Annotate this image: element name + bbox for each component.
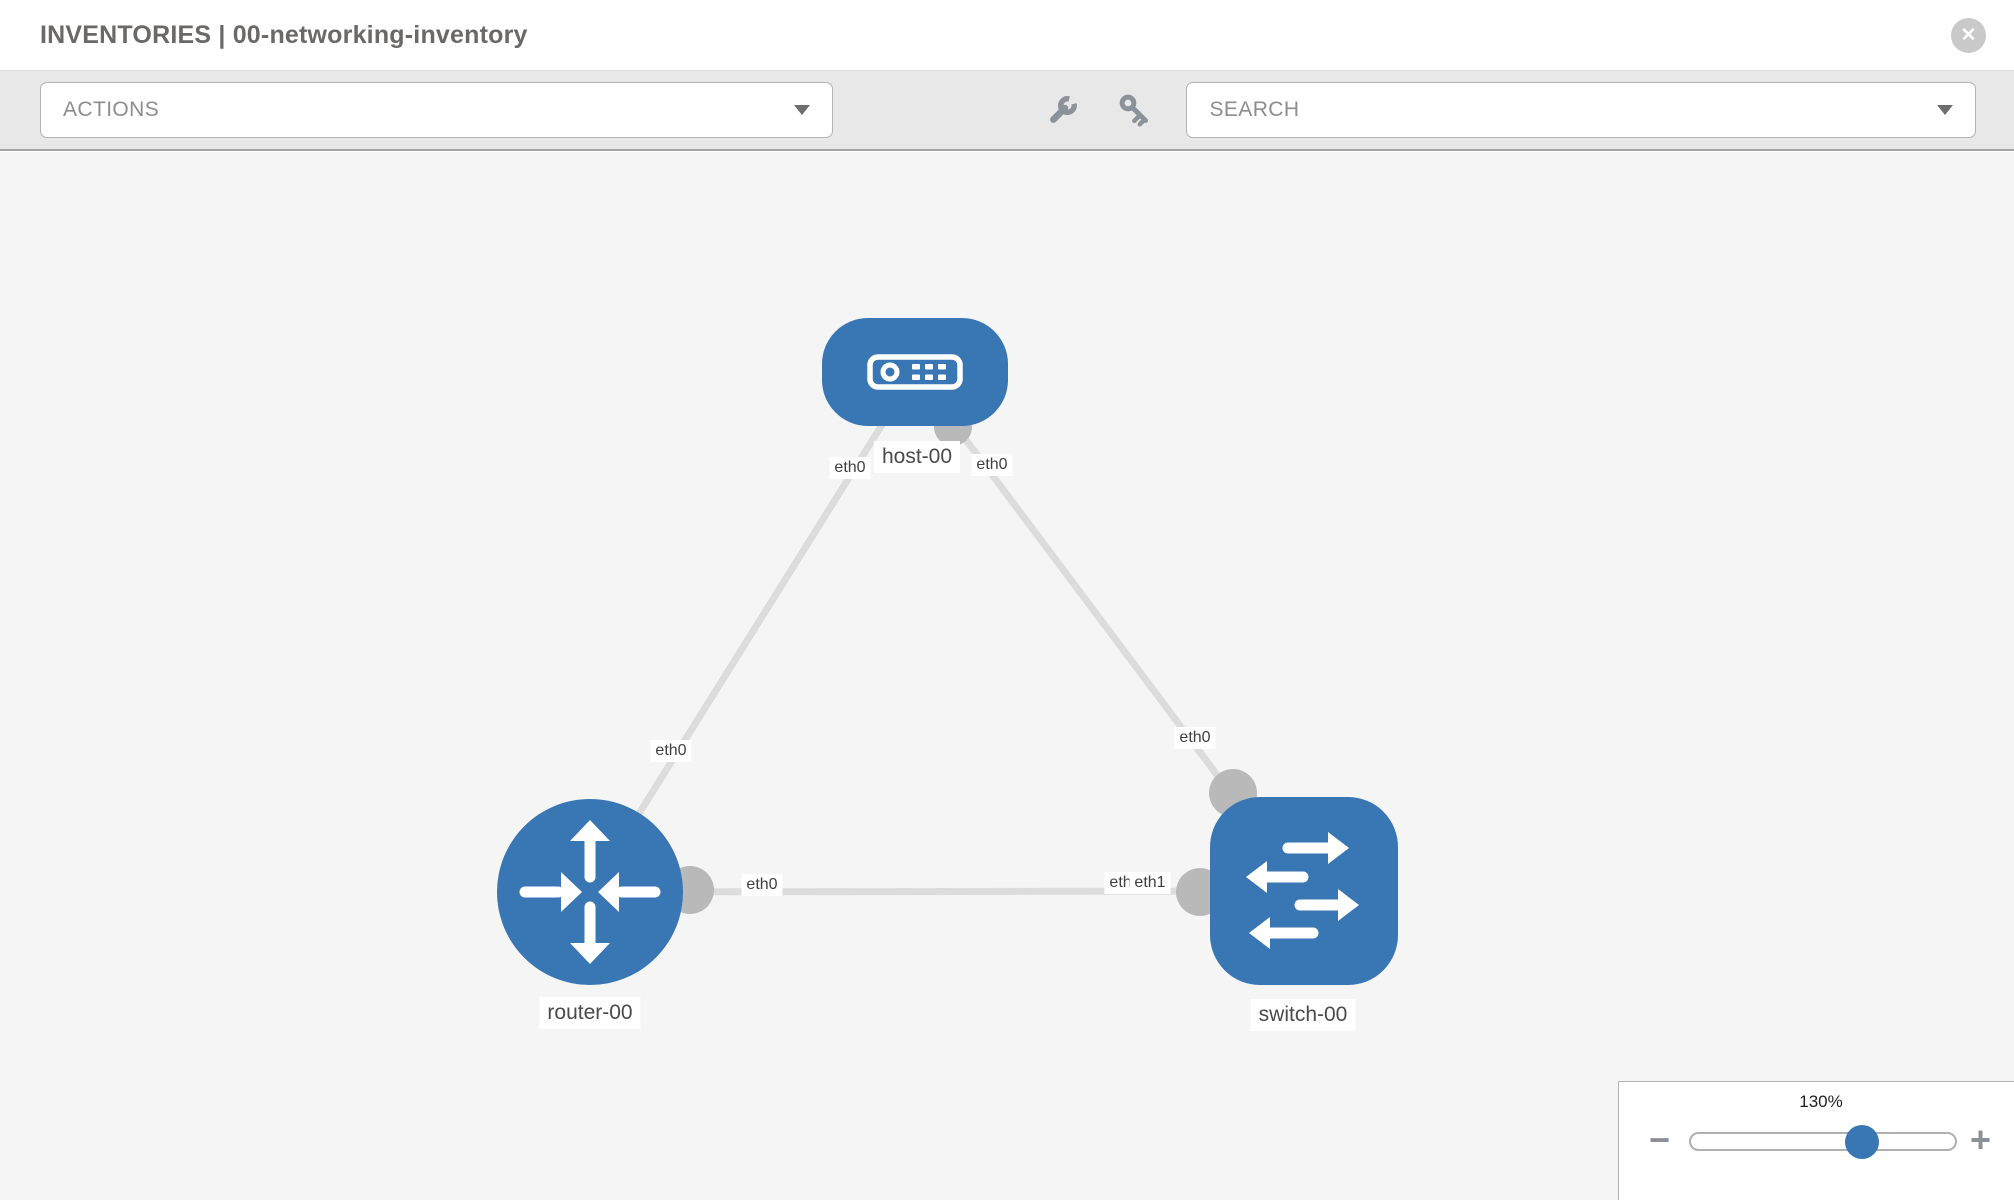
zoom-out-button[interactable]: − — [1649, 1119, 1671, 1160]
interface-label: eth0 — [650, 740, 692, 762]
zoom-level-value: 130% — [1799, 1092, 1843, 1111]
node-label-switch: switch-00 — [1250, 999, 1356, 1031]
actions-dropdown-label: ACTIONS — [63, 98, 160, 121]
topology-canvas[interactable]: eth0 eth0 eth0 eth0 eth0 eth0 eth1 host-… — [0, 152, 2014, 1200]
breadcrumb-header: INVENTORIES | 00-networking-inventory ✕ — [0, 0, 2014, 71]
toolbar: ACTIONS SEARCH — [0, 71, 2014, 151]
key-icon[interactable] — [1117, 92, 1153, 128]
search-dropdown-label: SEARCH — [1209, 98, 1300, 121]
switch-icon — [1246, 832, 1359, 949]
chevron-down-icon — [794, 105, 811, 115]
interface-label: eth0 — [971, 454, 1013, 476]
node-switch-00[interactable] — [1210, 797, 1398, 985]
interface-label: eth0 — [829, 457, 871, 479]
router-icon — [519, 820, 661, 964]
search-dropdown[interactable]: SEARCH — [1186, 82, 1976, 138]
interface-label: eth0 — [741, 874, 783, 896]
node-host-00[interactable] — [822, 318, 1008, 426]
wrench-icon[interactable] — [1045, 92, 1081, 128]
actions-dropdown[interactable]: ACTIONS — [40, 82, 834, 138]
chevron-down-icon — [1937, 105, 1953, 115]
node-label-router: router-00 — [539, 997, 641, 1029]
zoom-slider-thumb[interactable] — [1845, 1125, 1879, 1159]
interface-label: eth0 — [1174, 727, 1216, 749]
close-icon[interactable]: ✕ — [1951, 17, 1986, 53]
zoom-slider-track[interactable] — [1689, 1132, 1957, 1151]
toolbar-icon-group — [1045, 92, 1153, 128]
node-label-host: host-00 — [873, 441, 961, 473]
page-title: INVENTORIES | 00-networking-inventory — [40, 20, 528, 49]
server-icon — [867, 354, 963, 390]
zoom-control-panel: 130% − + — [1618, 1081, 2014, 1200]
zoom-in-button[interactable]: + — [1970, 1119, 1992, 1160]
interface-label: eth1 — [1129, 872, 1171, 894]
node-router-00[interactable] — [497, 799, 683, 985]
